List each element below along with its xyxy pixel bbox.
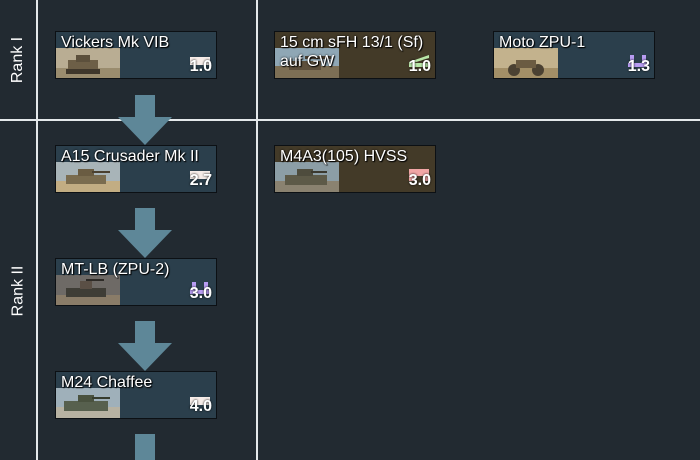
light-tank-icon — [190, 397, 210, 405]
vehicle-name: 15 cm sFH 13/1 (Sf) auf GW — [280, 34, 424, 70]
battle-rating: 1.0 — [408, 58, 431, 75]
vehicle-card-moto-zpu-1[interactable]: Moto ZPU-1 1.3 — [493, 31, 655, 79]
spaa-icon — [628, 55, 648, 67]
vehicle-thumbnail — [275, 48, 339, 78]
rank-ii-label: Rank II — [0, 121, 36, 460]
rank-label-text: Rank II — [9, 265, 26, 316]
progression-arrow-icon — [118, 208, 172, 258]
vehicle-thumbnail — [56, 388, 120, 418]
vehicle-card-mt-lb-zpu-2[interactable]: MT-LB (ZPU-2) 3.0 — [55, 258, 217, 306]
vehicle-name: Moto ZPU-1 — [499, 34, 586, 51]
grid-line — [0, 119, 700, 121]
grid-line — [256, 0, 258, 460]
light-tank-icon — [190, 57, 210, 65]
battle-rating: 2.7 — [189, 172, 212, 189]
spaa-icon — [190, 282, 210, 294]
spg-icon — [409, 55, 429, 67]
vehicle-card-m24-chaffee[interactable]: M24 Chaffee 4.0 — [55, 371, 217, 419]
grid-line — [36, 0, 38, 460]
vehicle-name: MT-LB (ZPU-2) — [61, 261, 170, 278]
battle-rating: 4.0 — [189, 398, 212, 415]
battle-rating: 3.0 — [408, 172, 431, 189]
vehicle-card-m4a3-105-hvss[interactable]: M4A3(105) HVSS 3.0 — [274, 145, 436, 193]
battle-rating: 3.0 — [189, 285, 212, 302]
battle-rating: 1.0 — [189, 58, 212, 75]
battle-rating: 1.3 — [627, 58, 650, 75]
vehicle-name: Vickers Mk VIB — [61, 34, 170, 51]
vehicle-card-vickers-mk-vib[interactable]: Vickers Mk VIB 1.0 — [55, 31, 217, 79]
progression-arrow-icon — [118, 95, 172, 145]
vehicle-name: A15 Crusader Mk II — [61, 148, 199, 165]
vehicle-name: M24 Chaffee — [61, 374, 153, 391]
vehicle-card-15cm-sfh[interactable]: 15 cm sFH 13/1 (Sf) auf GW 1.0 — [274, 31, 436, 79]
progression-arrow-icon — [118, 321, 172, 371]
light-tank-icon — [190, 171, 210, 179]
vehicle-thumbnail — [56, 162, 120, 192]
rank-label-text: Rank I — [9, 36, 26, 83]
vehicle-card-a15-crusader[interactable]: A15 Crusader Mk II 2.7 — [55, 145, 217, 193]
progression-line — [135, 434, 155, 460]
rank-i-label: Rank I — [0, 0, 36, 119]
medium-tank-icon — [409, 169, 429, 181]
vehicle-thumbnail — [56, 275, 120, 305]
vehicle-thumbnail — [494, 48, 558, 78]
vehicle-thumbnail — [56, 48, 120, 78]
vehicle-name: M4A3(105) HVSS — [280, 148, 408, 165]
vehicle-thumbnail — [275, 162, 339, 192]
